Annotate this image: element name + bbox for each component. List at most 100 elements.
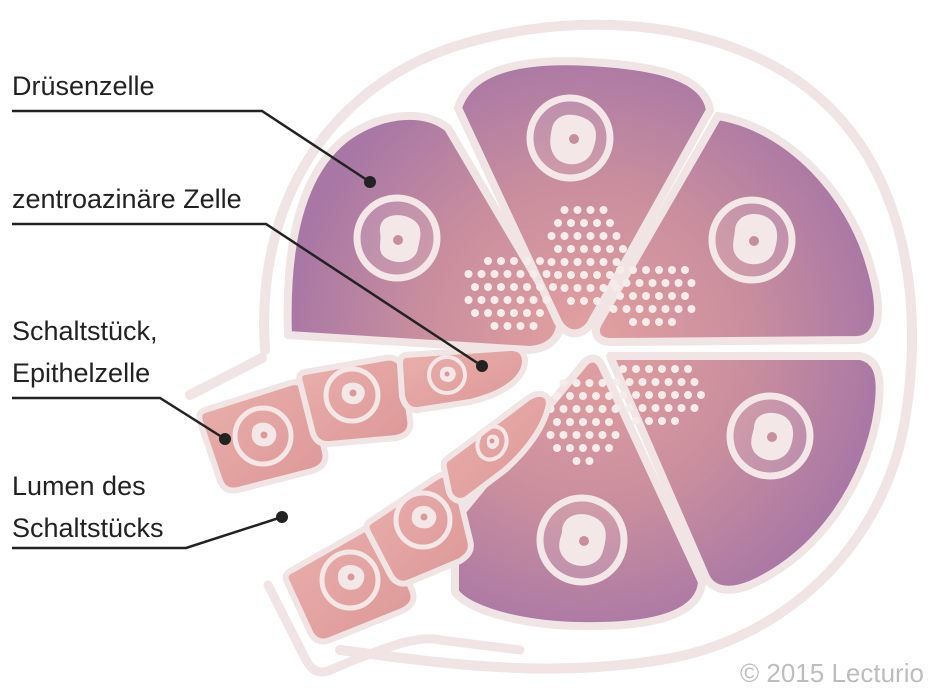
zymogen-granule — [553, 392, 561, 400]
zymogen-granule — [586, 284, 595, 292]
zymogen-granule — [560, 258, 569, 266]
zymogen-granule — [553, 418, 561, 426]
acinar-cell-top — [454, 57, 714, 338]
acinar-cell-bottom — [451, 354, 706, 631]
zymogen-granule — [586, 206, 595, 214]
zymogen-granule — [542, 270, 551, 278]
zymogen-granule — [560, 284, 569, 292]
zymogen-granule — [573, 206, 582, 214]
leader-duct-epithelium — [12, 396, 226, 441]
zymogen-granule — [477, 270, 486, 278]
pointer-dot-duct-epithelium — [219, 433, 231, 445]
zymogen-granule — [546, 431, 555, 439]
zymogen-granule — [523, 257, 531, 265]
acinar-cell-upper-left — [283, 111, 565, 354]
zymogen-granule — [477, 296, 486, 304]
zymogen-granule — [661, 305, 670, 313]
zymogen-granule — [580, 219, 588, 227]
zymogen-granule — [611, 405, 620, 413]
zymogen-granule — [655, 318, 663, 326]
zymogen-granule — [593, 245, 601, 253]
zymogen-granule — [573, 258, 582, 266]
zymogen-granule — [559, 405, 568, 413]
zymogen-granule — [579, 444, 587, 452]
zymogen-granule — [598, 431, 607, 439]
zymogen-granule — [573, 232, 582, 240]
zymogen-granule — [629, 292, 637, 300]
zymogen-granule — [471, 283, 479, 291]
zymogen-granule — [690, 404, 699, 412]
zymogen-granule — [554, 245, 562, 253]
zymogen-granule — [638, 378, 647, 386]
zymogen-granule — [471, 309, 479, 317]
zymogen-granule — [612, 232, 621, 240]
zymogen-granule — [619, 245, 627, 253]
zymogen-granule — [579, 418, 587, 426]
zymogen-granule — [580, 297, 588, 305]
zymogen-granule — [529, 296, 538, 304]
zymogen-granule — [616, 266, 624, 274]
zymogen-granule — [484, 283, 492, 291]
acinar-nucleus-left — [353, 194, 441, 282]
zymogen-granule — [529, 270, 538, 278]
zymogen-granule — [559, 379, 568, 387]
zymogen-granule — [536, 283, 544, 291]
label-centroacinar-cell: zentroazinäre Zelle — [12, 184, 242, 214]
zymogen-granule — [516, 270, 525, 278]
zymogen-granule — [671, 417, 679, 425]
zymogen-granule — [559, 431, 568, 439]
zymogen-granule — [503, 296, 512, 304]
zymogen-granule — [510, 257, 518, 265]
zymogen-granule — [658, 365, 666, 373]
zymogen-granule — [567, 297, 575, 305]
zymogen-granule — [690, 378, 699, 386]
zymogen-granule — [616, 292, 624, 300]
pointer-dot-lumen — [276, 511, 288, 523]
zymogen-granule — [549, 283, 557, 291]
zymogen-granule — [677, 404, 686, 412]
label-duct-epithelium-line2: Epithelzelle — [12, 358, 151, 388]
zymogen-granule — [661, 279, 670, 287]
zymogen-granule — [651, 404, 660, 412]
copyright-notice: © 2015 Lecturio — [740, 658, 924, 688]
zymogen-granule — [572, 457, 581, 465]
zymogen-granule — [606, 219, 614, 227]
leader-lines — [12, 109, 483, 550]
zymogen-granule — [516, 296, 525, 304]
zymogen-granule — [547, 232, 556, 240]
zymogen-granule — [619, 365, 627, 373]
zymogen-granule — [593, 219, 601, 227]
zymogen-granule — [635, 305, 644, 313]
zymogen-granule — [619, 391, 627, 399]
zymogen-granule — [464, 270, 473, 278]
zymogen-granule — [573, 284, 582, 292]
zymogen-granule — [497, 283, 505, 291]
zymogen-granule — [629, 318, 637, 326]
duct-cell-lower-2 — [363, 471, 474, 587]
zymogen-granule — [606, 245, 614, 253]
zymogen-granule — [664, 378, 673, 386]
zymogen-granule — [572, 405, 581, 413]
basement-membrane-duct-lower — [263, 580, 525, 677]
zymogen-granule — [510, 309, 518, 317]
zymogen-granule — [580, 245, 588, 253]
zymogen-granule — [645, 417, 653, 425]
zymogen-granule — [668, 318, 676, 326]
leader-centroacinar-cell — [12, 222, 483, 368]
zymogen-granule — [503, 270, 512, 278]
acinar-nucleus-bottom — [536, 494, 628, 586]
zymogen-granule — [697, 391, 705, 399]
zymogen-granule — [585, 457, 594, 465]
basement-membrane-outer — [259, 19, 917, 674]
zymogen-granule — [580, 271, 588, 279]
zymogen-granule — [632, 365, 640, 373]
label-lumen-line1: Lumen des — [12, 471, 146, 501]
zymogen-granule — [648, 305, 657, 313]
zymogen-granule — [677, 378, 686, 386]
zymogen-granule — [599, 258, 608, 266]
zymogen-granule — [586, 232, 595, 240]
zymogen-granule — [572, 379, 581, 387]
zymogen-granule — [599, 206, 608, 214]
zymogen-granule — [579, 392, 587, 400]
